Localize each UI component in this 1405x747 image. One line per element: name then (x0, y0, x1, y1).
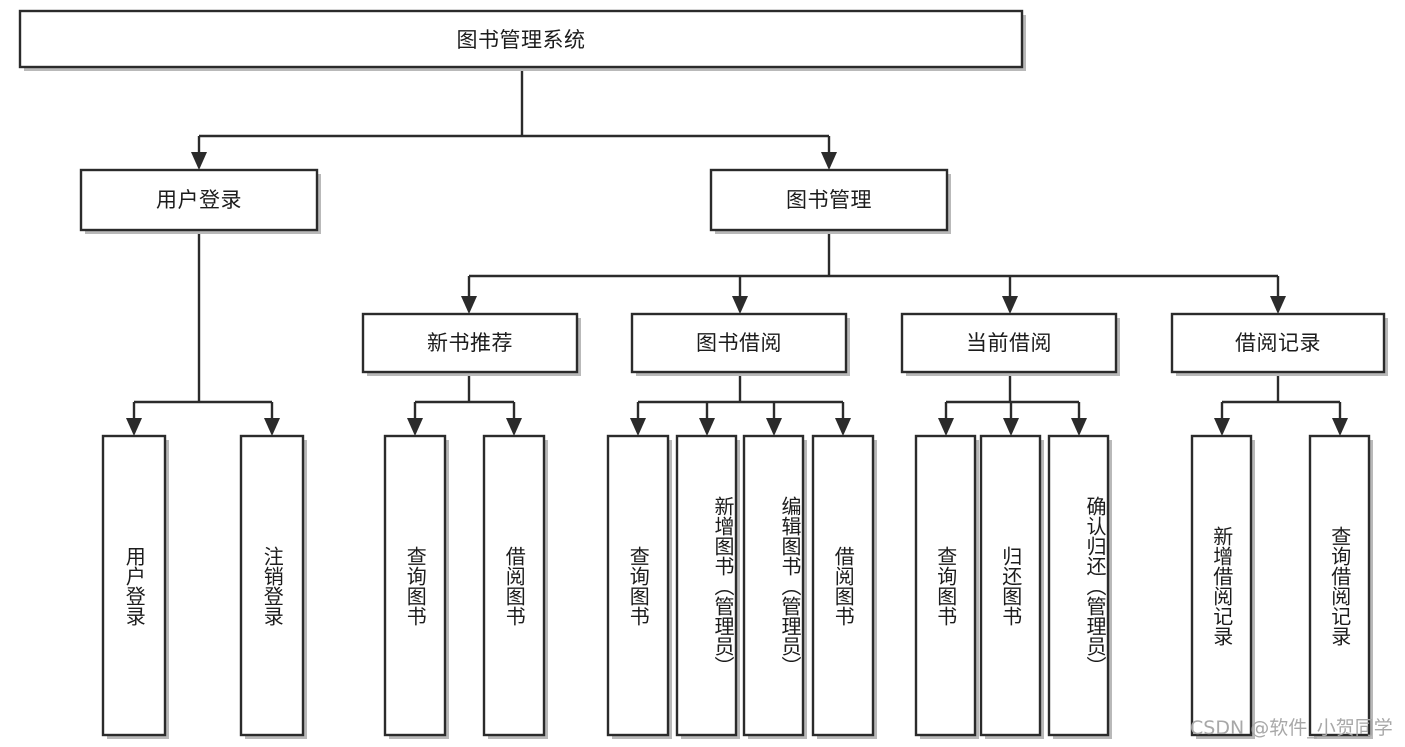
node-root-box[interactable] (18, 9, 1024, 69)
leaf-box-current-confirm-return[interactable] (1047, 434, 1110, 737)
arrow-book-manage-to-borrow-record-icon (1270, 296, 1286, 314)
connector-group-user-login (126, 233, 280, 436)
leaf-box-rec-query-book[interactable] (383, 434, 447, 737)
connector-group-new-book-rec (407, 375, 522, 436)
node-current-borrow-box[interactable] (900, 312, 1118, 374)
node-user-login[interactable]: 用户登录 (79, 168, 321, 234)
leaf-box-record-add[interactable] (1190, 434, 1253, 737)
arrow-book-manage-to-book-borrow-icon (732, 296, 748, 314)
node-current-borrow[interactable]: 当前借阅 (900, 312, 1120, 376)
node-user-login-label: 用户登录 (156, 188, 242, 212)
node-book-borrow[interactable]: 图书借阅 (630, 312, 850, 376)
node-root[interactable]: 图书管理系统 (18, 9, 1026, 71)
connector-group-current-borrow (938, 375, 1087, 436)
leaf-box-rec-borrow-book[interactable] (482, 434, 546, 737)
node-new-book-rec-label: 新书推荐 (427, 331, 513, 355)
leaf-nodes-group (101, 434, 1373, 739)
arrow-borrow-record-leaf-1-icon (1214, 418, 1230, 436)
leaf-box-user-logout[interactable] (239, 434, 305, 737)
arrow-current-borrow-leaf-1-icon (938, 418, 954, 436)
node-borrow-record-box[interactable] (1170, 312, 1386, 374)
node-new-book-rec[interactable]: 新书推荐 (361, 312, 581, 376)
node-book-manage-label: 图书管理 (786, 188, 872, 212)
arrow-book-borrow-leaf-4-icon (835, 418, 851, 436)
arrow-current-borrow-leaf-3-icon (1071, 418, 1087, 436)
node-book-borrow-box[interactable] (630, 312, 848, 374)
arrow-new-book-rec-leaf-2-icon (506, 418, 522, 436)
node-borrow-record[interactable]: 借阅记录 (1170, 312, 1388, 376)
node-new-book-rec-box[interactable] (361, 312, 579, 374)
connector-group-borrow-record (1214, 375, 1348, 436)
arrow-user-login-leaf-2-icon (264, 418, 280, 436)
node-current-borrow-label: 当前借阅 (966, 331, 1052, 355)
csdn-watermark: CSDN @软件_小贺同学 (1190, 717, 1393, 739)
connector-group-root (191, 69, 837, 170)
arrow-book-borrow-leaf-3-icon (766, 418, 782, 436)
node-root-label: 图书管理系统 (457, 28, 586, 52)
node-book-manage[interactable]: 图书管理 (709, 168, 951, 234)
arrow-user-login-leaf-1-icon (126, 418, 142, 436)
leaf-box-record-query[interactable] (1308, 434, 1371, 737)
node-user-login-box[interactable] (79, 168, 319, 232)
arrow-book-borrow-leaf-1-icon (630, 418, 646, 436)
arrow-book-manage-to-new-book-rec-icon (461, 296, 477, 314)
leaf-box-current-return-book[interactable] (979, 434, 1042, 737)
arrow-borrow-record-leaf-2-icon (1332, 418, 1348, 436)
leaf-box-borrow-add-book[interactable] (675, 434, 738, 737)
leaf-box-borrow-edit-book[interactable] (742, 434, 805, 737)
arrow-new-book-rec-leaf-1-icon (407, 418, 423, 436)
arrow-root-to-book-manage-icon (821, 152, 837, 170)
leaf-box-user-login[interactable] (101, 434, 167, 737)
connector-group-book-manage (461, 233, 1286, 314)
leaf-box-borrow-borrow-book[interactable] (811, 434, 875, 737)
node-borrow-record-label: 借阅记录 (1235, 331, 1321, 355)
arrow-current-borrow-leaf-2-icon (1003, 418, 1019, 436)
connector-group-book-borrow (630, 375, 851, 436)
node-book-borrow-label: 图书借阅 (696, 331, 782, 355)
node-book-manage-box[interactable] (709, 168, 949, 232)
arrow-root-to-user-login-icon (191, 152, 207, 170)
leaf-box-borrow-query-book[interactable] (606, 434, 670, 737)
leaf-box-current-query-book[interactable] (914, 434, 977, 737)
arrow-book-manage-to-current-borrow-icon (1002, 296, 1018, 314)
arrow-book-borrow-leaf-2-icon (699, 418, 715, 436)
